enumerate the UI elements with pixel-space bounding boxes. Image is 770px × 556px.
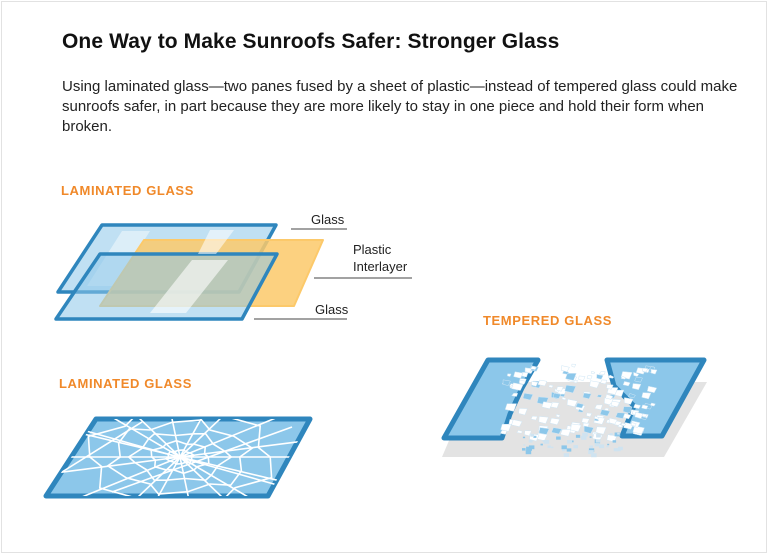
bottom-glass-pane [54, 230, 279, 321]
laminated-broken-pane [43, 416, 313, 499]
tempered-broken-pane [441, 357, 707, 458]
tempered-left-fragment [441, 357, 541, 441]
section-label-laminated-broken: LAMINATED GLASS [59, 376, 192, 391]
callout-glass-bottom: Glass [315, 302, 349, 317]
page-title: One Way to Make Sunroofs Safer: Stronger… [62, 30, 560, 53]
description-text: Using laminated glass—two panes fused by… [62, 78, 738, 135]
tempered-right-fragment [604, 357, 707, 439]
callout-plastic: Plastic [353, 242, 392, 257]
section-label-laminated-layers: LAMINATED GLASS [61, 183, 194, 198]
laminated-layers-diagram [54, 223, 412, 321]
callout-glass-top: Glass [311, 212, 345, 227]
section-label-tempered-broken: TEMPERED GLASS [483, 313, 613, 328]
spiderweb-cracks [46, 419, 310, 496]
callout-interlayer: Interlayer [353, 259, 408, 274]
tempered-glass-shards [500, 363, 658, 458]
